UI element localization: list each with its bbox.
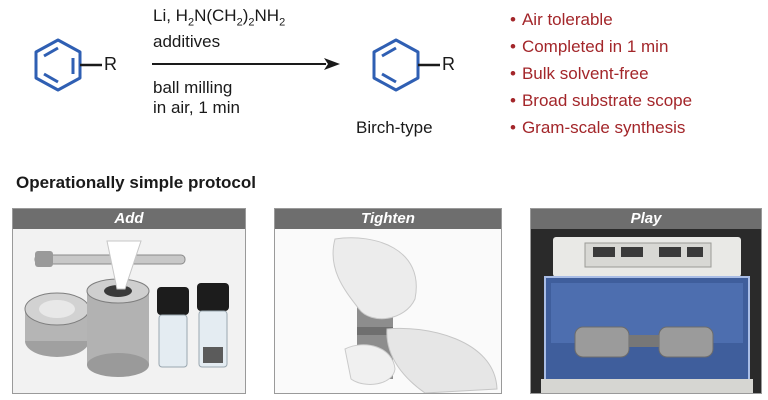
benefit-item: •Gram-scale synthesis bbox=[510, 118, 686, 137]
product-label: Birch-type bbox=[356, 118, 433, 137]
reactant-benzene-ring bbox=[34, 38, 102, 92]
reagent-line-2: additives bbox=[153, 32, 221, 52]
step-panel-tighten: Tighten bbox=[274, 208, 502, 394]
benefits-list: •Air tolerable •Completed in 1 min •Bulk… bbox=[510, 10, 692, 138]
reactant-substituent: R bbox=[104, 54, 117, 74]
protocol-title: Operationally simple protocol bbox=[16, 173, 256, 192]
benefit-item: •Air tolerable bbox=[510, 10, 613, 29]
step-panel-play: Play bbox=[530, 208, 762, 394]
conditions-above: Li, H2N(CH2)2NH2 additives bbox=[153, 6, 285, 52]
benefit-item: •Broad substrate scope bbox=[510, 91, 693, 110]
product-substituent: R bbox=[442, 54, 455, 74]
reagent-formula-prefix: Li, H bbox=[153, 6, 188, 25]
benefit-item: •Completed in 1 min bbox=[510, 37, 669, 56]
step-label-add: Add bbox=[13, 209, 245, 229]
jar-and-reagents-photo bbox=[13, 229, 245, 393]
condition-line-1: ball milling bbox=[153, 78, 233, 97]
product-cyclohexadiene-ring bbox=[372, 38, 440, 92]
conditions-below: ball milling in air, 1 min bbox=[153, 78, 240, 118]
condition-line-2: in air, 1 min bbox=[153, 98, 240, 117]
reagent-line-1: Li, H2N(CH2)2NH2 bbox=[153, 6, 286, 29]
benefit-item: •Bulk solvent-free bbox=[510, 64, 649, 83]
step-panel-add: Add bbox=[12, 208, 246, 394]
step-label-play: Play bbox=[531, 209, 761, 229]
ball-mill-machine-photo bbox=[531, 229, 761, 393]
gloved-hands-tightening-photo bbox=[275, 229, 501, 393]
reaction-arrow bbox=[152, 58, 340, 70]
step-label-tighten: Tighten bbox=[275, 209, 501, 229]
